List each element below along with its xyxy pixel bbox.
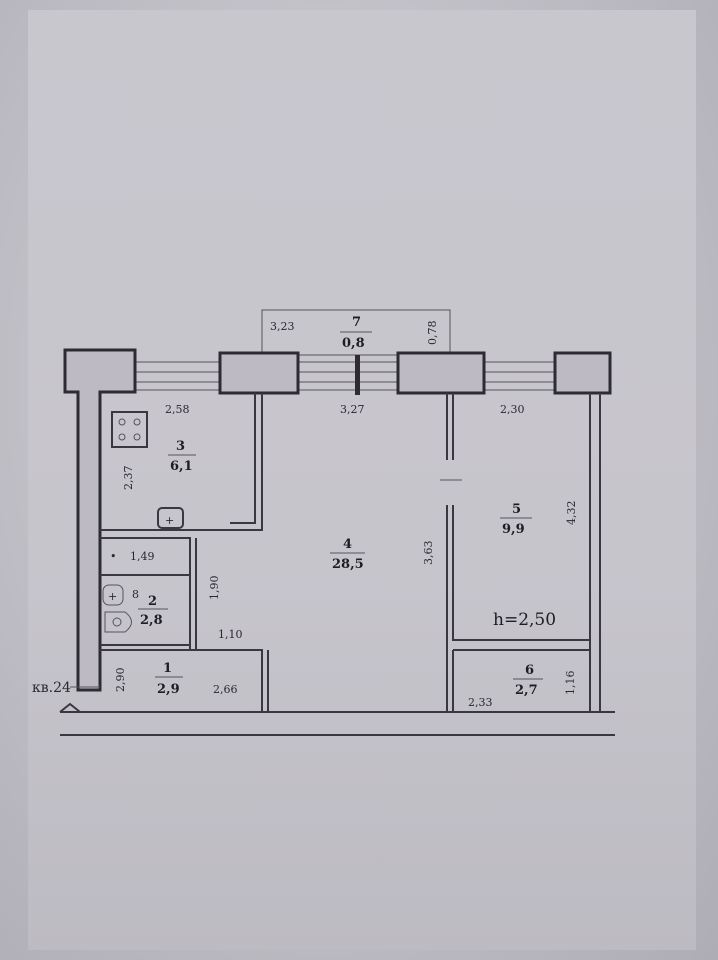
bedroom-partitions xyxy=(446,393,590,712)
dim-hall-width: 1,10 xyxy=(218,628,243,641)
bath-symbol: 8 xyxy=(132,588,139,601)
dim-room5-depth: 4,32 xyxy=(565,501,578,526)
ceiling-height: h=2,50 xyxy=(493,610,556,630)
room-4-area: 28,5 xyxy=(332,557,364,572)
dim-room6-width: 2,33 xyxy=(468,696,493,709)
bottom-wall xyxy=(60,711,615,736)
room-3-number: 3 xyxy=(176,439,185,454)
svg-text:+: + xyxy=(108,590,117,603)
dim-hall-depth: 2,90 xyxy=(114,668,127,693)
wall-pier-2 xyxy=(396,351,486,395)
bathroom-walls xyxy=(100,537,197,650)
dim-bath-depth: 1,90 xyxy=(208,576,221,601)
dim-room6-depth: 1,16 xyxy=(564,671,577,696)
right-wall xyxy=(589,393,601,712)
room-5-area: 9,9 xyxy=(502,522,525,537)
room-2-area: 2,8 xyxy=(140,613,163,628)
dim-room4-width: 3,27 xyxy=(340,403,365,416)
dim-kitchen-width: 2,58 xyxy=(165,403,190,416)
sink-icon: + xyxy=(157,507,184,529)
dim-kitchen-depth: 2,37 xyxy=(122,466,135,491)
stove-icon xyxy=(111,411,148,448)
room-1-area: 2,9 xyxy=(157,682,180,697)
room-4-number: 4 xyxy=(343,537,352,552)
room-7-number: 7 xyxy=(352,315,361,330)
bath-dot: • xyxy=(110,550,117,563)
room-6-area: 2,7 xyxy=(515,683,538,698)
apartment-label: кв.24 xyxy=(32,680,71,696)
svg-text:+: + xyxy=(165,514,174,527)
dim-balcony-length: 3,23 xyxy=(270,320,295,333)
window-lines xyxy=(135,355,590,395)
wall-pier-1 xyxy=(218,351,300,395)
dim-balcony-depth: 0,78 xyxy=(426,321,439,346)
wall-break-mark xyxy=(59,702,81,713)
dim-bath-width: 1,49 xyxy=(130,550,155,563)
left-wall xyxy=(63,348,137,692)
toilet-icon xyxy=(104,611,132,633)
hall-walls xyxy=(100,649,269,712)
washbasin-icon: + xyxy=(102,584,124,606)
kitchen-partition xyxy=(100,393,263,531)
room-5-number: 5 xyxy=(512,502,521,517)
paper-sheet xyxy=(28,10,696,950)
wall-pier-3 xyxy=(553,351,612,395)
room-1-number: 1 xyxy=(163,661,172,676)
dim-room4-depth: 3,63 xyxy=(422,541,435,566)
dim-room5-width: 2,30 xyxy=(500,403,525,416)
room-6-number: 6 xyxy=(525,663,534,678)
room-2-number: 2 xyxy=(148,594,157,609)
room-3-area: 6,1 xyxy=(170,459,193,474)
room-7-area: 0,8 xyxy=(342,336,365,351)
dim-hall-length: 2,66 xyxy=(213,683,238,696)
